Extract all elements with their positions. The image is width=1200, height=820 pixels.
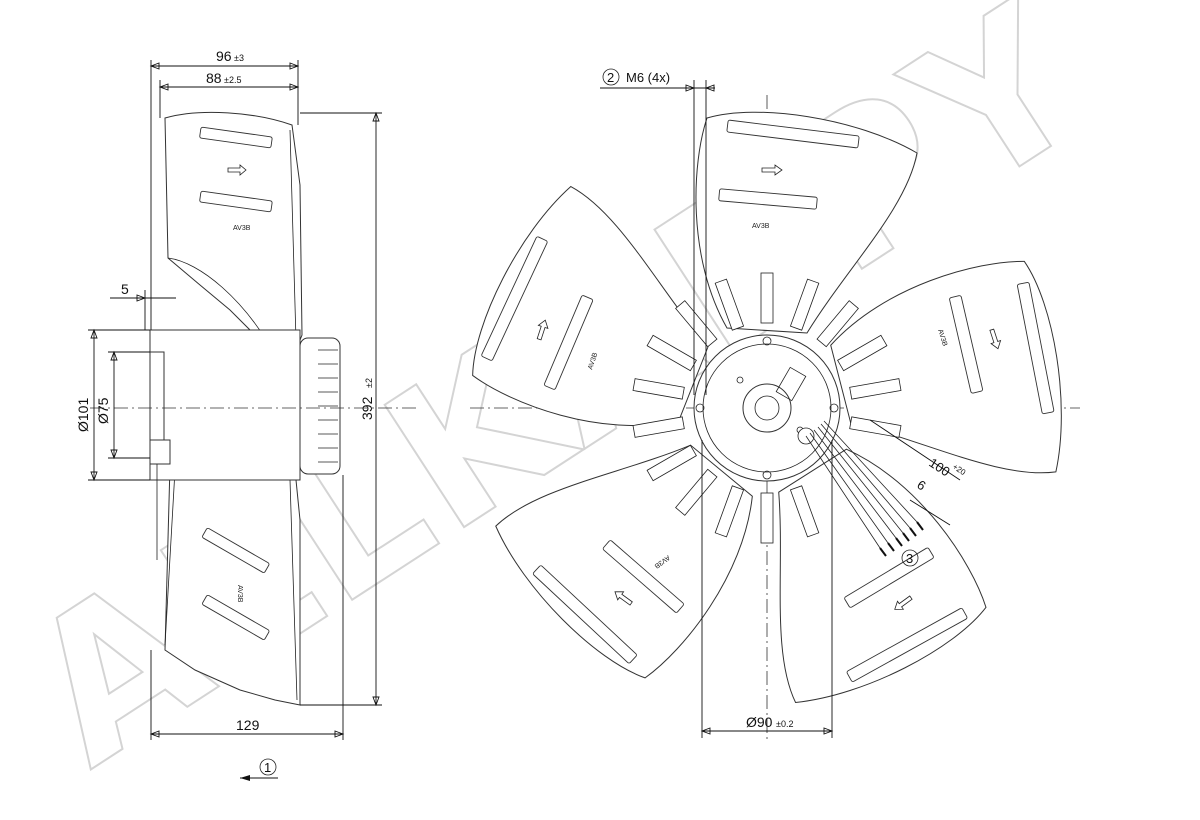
side-slot [199, 126, 273, 149]
side-lower-blade-edge [164, 469, 298, 701]
hub-inner [742, 383, 792, 433]
dim-cable-length: 100 [926, 455, 952, 479]
dim-bolt-circle-tol: ±0.2 [776, 719, 793, 729]
hub-bore [754, 395, 780, 421]
side-blade-mark-lower: AV3B [236, 585, 243, 603]
motor-fins [318, 349, 338, 463]
hub-label-plate [775, 366, 807, 402]
fan-blade [830, 260, 1062, 474]
front-blade-mark: AV3B [752, 223, 770, 230]
mount-label: M6 (4x) [626, 70, 670, 85]
airflow-arrow-icon [240, 775, 250, 781]
arrow-icon [227, 164, 247, 176]
dim-blade-depth: 88 [206, 70, 222, 86]
fan-blade [778, 448, 987, 703]
dim-diameter-101: Ø101 [75, 398, 91, 432]
callout-airflow: 1 [264, 760, 271, 775]
side-slot [202, 527, 270, 573]
fan-blade [472, 185, 709, 427]
cable-ends [879, 521, 924, 557]
side-upper-blade [164, 111, 303, 361]
side-slot [202, 594, 270, 640]
hub-ring [702, 343, 832, 473]
cable-gland [149, 439, 171, 465]
dim-bolt-circle: Ø90 [746, 714, 773, 730]
dim-height: 392 [359, 396, 375, 420]
front-view: AV3B AV3B AV3B AV3B [470, 68, 1080, 740]
dim-bottom: 129 [236, 717, 260, 733]
hub-body [149, 329, 301, 481]
cable-bundle [797, 420, 918, 549]
side-slot [199, 190, 273, 213]
side-blade-mark-upper: AV3B [233, 225, 251, 232]
dim-strip-length: 6 [914, 477, 928, 494]
dim-overall-depth-tol: ±3 [234, 53, 244, 63]
side-view: AV3B AV3B 96 ±3 [75, 48, 420, 781]
dim-diameter-75: Ø75 [95, 397, 111, 424]
dim-height-tol: ±2 [364, 378, 374, 388]
callout-mount: 2 [607, 70, 614, 85]
hub-fins [632, 272, 902, 544]
dim-blade-depth-tol: ±2.5 [224, 75, 241, 85]
dim-offset: 5 [121, 281, 129, 297]
dim-overall-depth: 96 [216, 48, 232, 64]
callout-cable: 3 [906, 551, 913, 566]
fan-blade [695, 111, 918, 334]
